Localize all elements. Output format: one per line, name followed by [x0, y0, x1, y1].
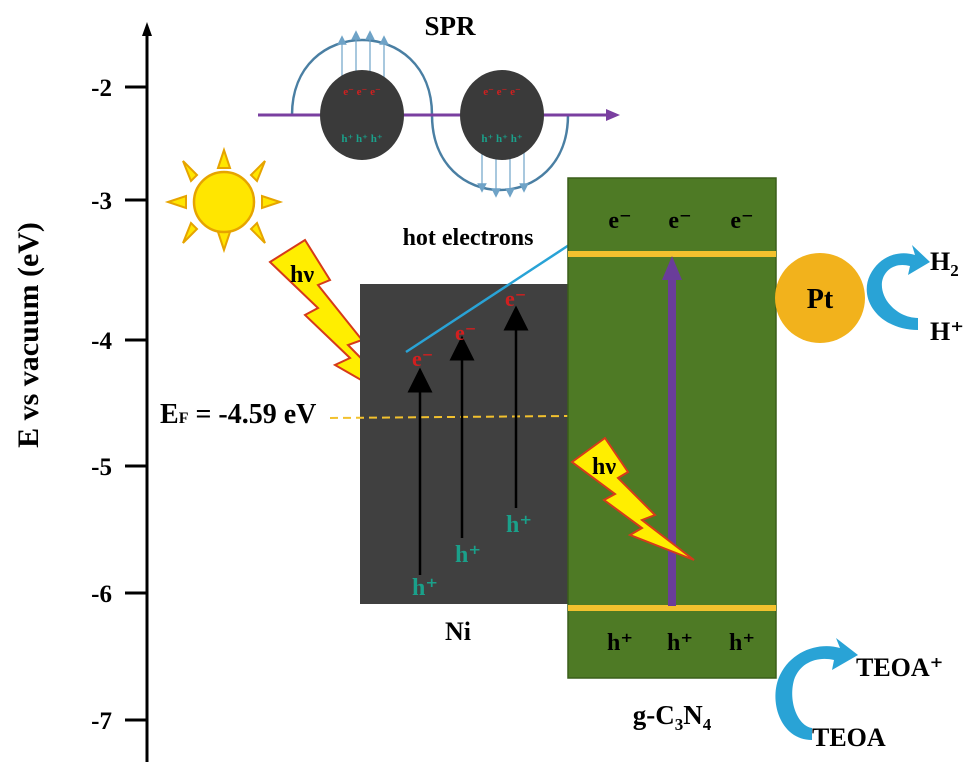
gcn-cb-electron-3: e⁻: [730, 208, 753, 234]
tick-label-m3: -3: [91, 188, 112, 215]
axis-ticks: [125, 85, 147, 722]
ni-electron-2: e⁻: [455, 320, 476, 345]
gcn-excitation-arrowhead: [662, 256, 682, 280]
fermi-level-line: [329, 415, 569, 419]
fermi-level-label: EF = -4.59 eV: [160, 399, 316, 430]
teoa-plus-label: TEOA⁺: [856, 653, 943, 682]
hv-label-2: hν: [592, 454, 616, 480]
spr-electrons-right: e⁻ e⁻ e⁻: [483, 86, 521, 98]
hv-label-1: hν: [290, 262, 314, 288]
pt-label: Pt: [807, 284, 834, 315]
ni-hole-1: h⁺: [412, 575, 438, 601]
gcn-cb-electron-1: e⁻: [608, 208, 631, 234]
hplus-label: H⁺: [930, 317, 964, 346]
lightning-bolt-icon-2: [570, 436, 695, 561]
spr-holes-right: h⁺ h⁺ h⁺: [481, 133, 522, 145]
gcn-vb-hole-2: h⁺: [667, 630, 693, 656]
tick-label-m7: -7: [91, 708, 112, 735]
ni-electron-1: e⁻: [412, 346, 433, 371]
axis-title: E vs vacuum (eV): [12, 222, 45, 448]
spr-title: SPR: [424, 11, 476, 41]
tick-label-m6: -6: [91, 581, 112, 608]
gcn-label: g-C3N4: [633, 700, 712, 734]
spr-nanoparticle-left: [320, 70, 404, 160]
hot-electrons-label: hot electrons: [403, 225, 534, 251]
axis-arrowhead: [142, 22, 152, 36]
sun-icon: [164, 146, 284, 254]
spr-nanoparticle-right: [460, 70, 544, 160]
ni-label: Ni: [445, 617, 471, 646]
gcn-vb-hole-1: h⁺: [607, 630, 633, 656]
pt-cocatalyst: [775, 253, 865, 343]
ni-hole-2: h⁺: [455, 542, 481, 568]
ni-hole-3: h⁺: [506, 512, 532, 538]
spr-electrons-left: e⁻ e⁻ e⁻: [343, 86, 381, 98]
tick-label-m4: -4: [91, 328, 112, 355]
teoa-oxidation-arrow-icon: [775, 638, 858, 740]
gcn-cb-electron-2: e⁻: [668, 208, 691, 234]
teoa-label: TEOA: [812, 723, 886, 752]
h2-evolution-arrow-icon: [866, 245, 930, 330]
spr-axis-arrowhead: [606, 109, 620, 121]
tick-label-m2: -2: [91, 75, 112, 102]
spr-holes-left: h⁺ h⁺ h⁺: [341, 133, 382, 145]
ni-electron-3: e⁻: [505, 286, 526, 311]
h2-label: H2: [930, 247, 959, 280]
tick-label-m5: -5: [91, 454, 112, 481]
gcn-vb-hole-3: h⁺: [729, 630, 755, 656]
hot-electron-arrow: [405, 219, 609, 354]
